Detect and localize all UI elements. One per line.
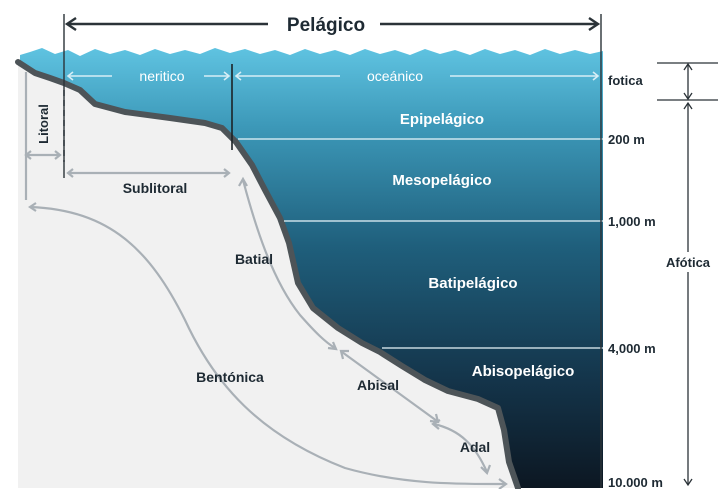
sublitoral-label: Sublitoral bbox=[123, 180, 188, 196]
pelagic-label: Pelágico bbox=[287, 15, 365, 36]
bathyal-label: Batial bbox=[235, 251, 273, 267]
neritic-arrowhead-right bbox=[223, 71, 231, 81]
photic-arrowhead-down bbox=[683, 92, 693, 101]
seabed-land bbox=[18, 62, 518, 488]
bathyal-arrow bbox=[241, 179, 336, 349]
litoral-label: Litoral bbox=[36, 104, 51, 144]
bathyal-arrowhead-start bbox=[238, 176, 248, 187]
abyssal-arrow bbox=[341, 351, 438, 422]
zone-abyssopelagic: Abisopelágico bbox=[472, 363, 575, 380]
aphotic-label: Afótica bbox=[666, 255, 711, 270]
hadal-label: Adal bbox=[460, 439, 490, 455]
sublitoral-arrowhead-right bbox=[223, 168, 231, 178]
benthic-arrow bbox=[29, 205, 506, 486]
oceanic-label: oceánico bbox=[367, 68, 423, 84]
neritic-arrowhead-left bbox=[66, 71, 74, 81]
aphotic-arrowhead-up bbox=[683, 101, 693, 110]
bathyal-arrowhead-end bbox=[327, 341, 338, 351]
depth-1000m: 1,000 m bbox=[608, 214, 656, 229]
hadal-arrowhead-start bbox=[431, 419, 441, 430]
depth-4000m: 4,000 m bbox=[608, 341, 656, 356]
shore-outline bbox=[15, 59, 521, 489]
abyssal-arrowhead-start bbox=[339, 349, 349, 360]
depth-10000m: 10.000 m bbox=[608, 475, 663, 489]
hadal-arrow bbox=[433, 422, 489, 473]
pelagic-arrowhead-right bbox=[588, 17, 601, 31]
hadal-arrowhead-end bbox=[480, 464, 492, 475]
benthic-arrowhead-end bbox=[498, 478, 508, 489]
depth-200m: 200 m bbox=[608, 132, 645, 147]
pelagic-arrowhead-left bbox=[64, 17, 77, 31]
oceanic-arrowhead-right bbox=[592, 71, 600, 81]
sublitoral-arrowhead-left bbox=[66, 168, 74, 178]
photic-label: fotica bbox=[608, 73, 643, 88]
benthic-label: Bentónica bbox=[196, 369, 264, 385]
litoral-arrowhead-right bbox=[54, 150, 62, 160]
oceanic-arrowhead-left bbox=[234, 71, 242, 81]
zone-bathypelagic: Batipelágico bbox=[428, 275, 517, 292]
zone-mesopelagic: Mesopelágico bbox=[392, 172, 491, 189]
zone-epipelagic: Epipelágico bbox=[400, 111, 484, 128]
aphotic-arrowhead-down bbox=[683, 478, 693, 487]
photic-arrowhead-up bbox=[683, 62, 693, 71]
benthic-arrowhead-start bbox=[28, 202, 37, 212]
neritic-label: neritico bbox=[139, 68, 184, 84]
abyssal-label: Abisal bbox=[357, 377, 399, 393]
aphotic-label-bg bbox=[658, 252, 718, 272]
